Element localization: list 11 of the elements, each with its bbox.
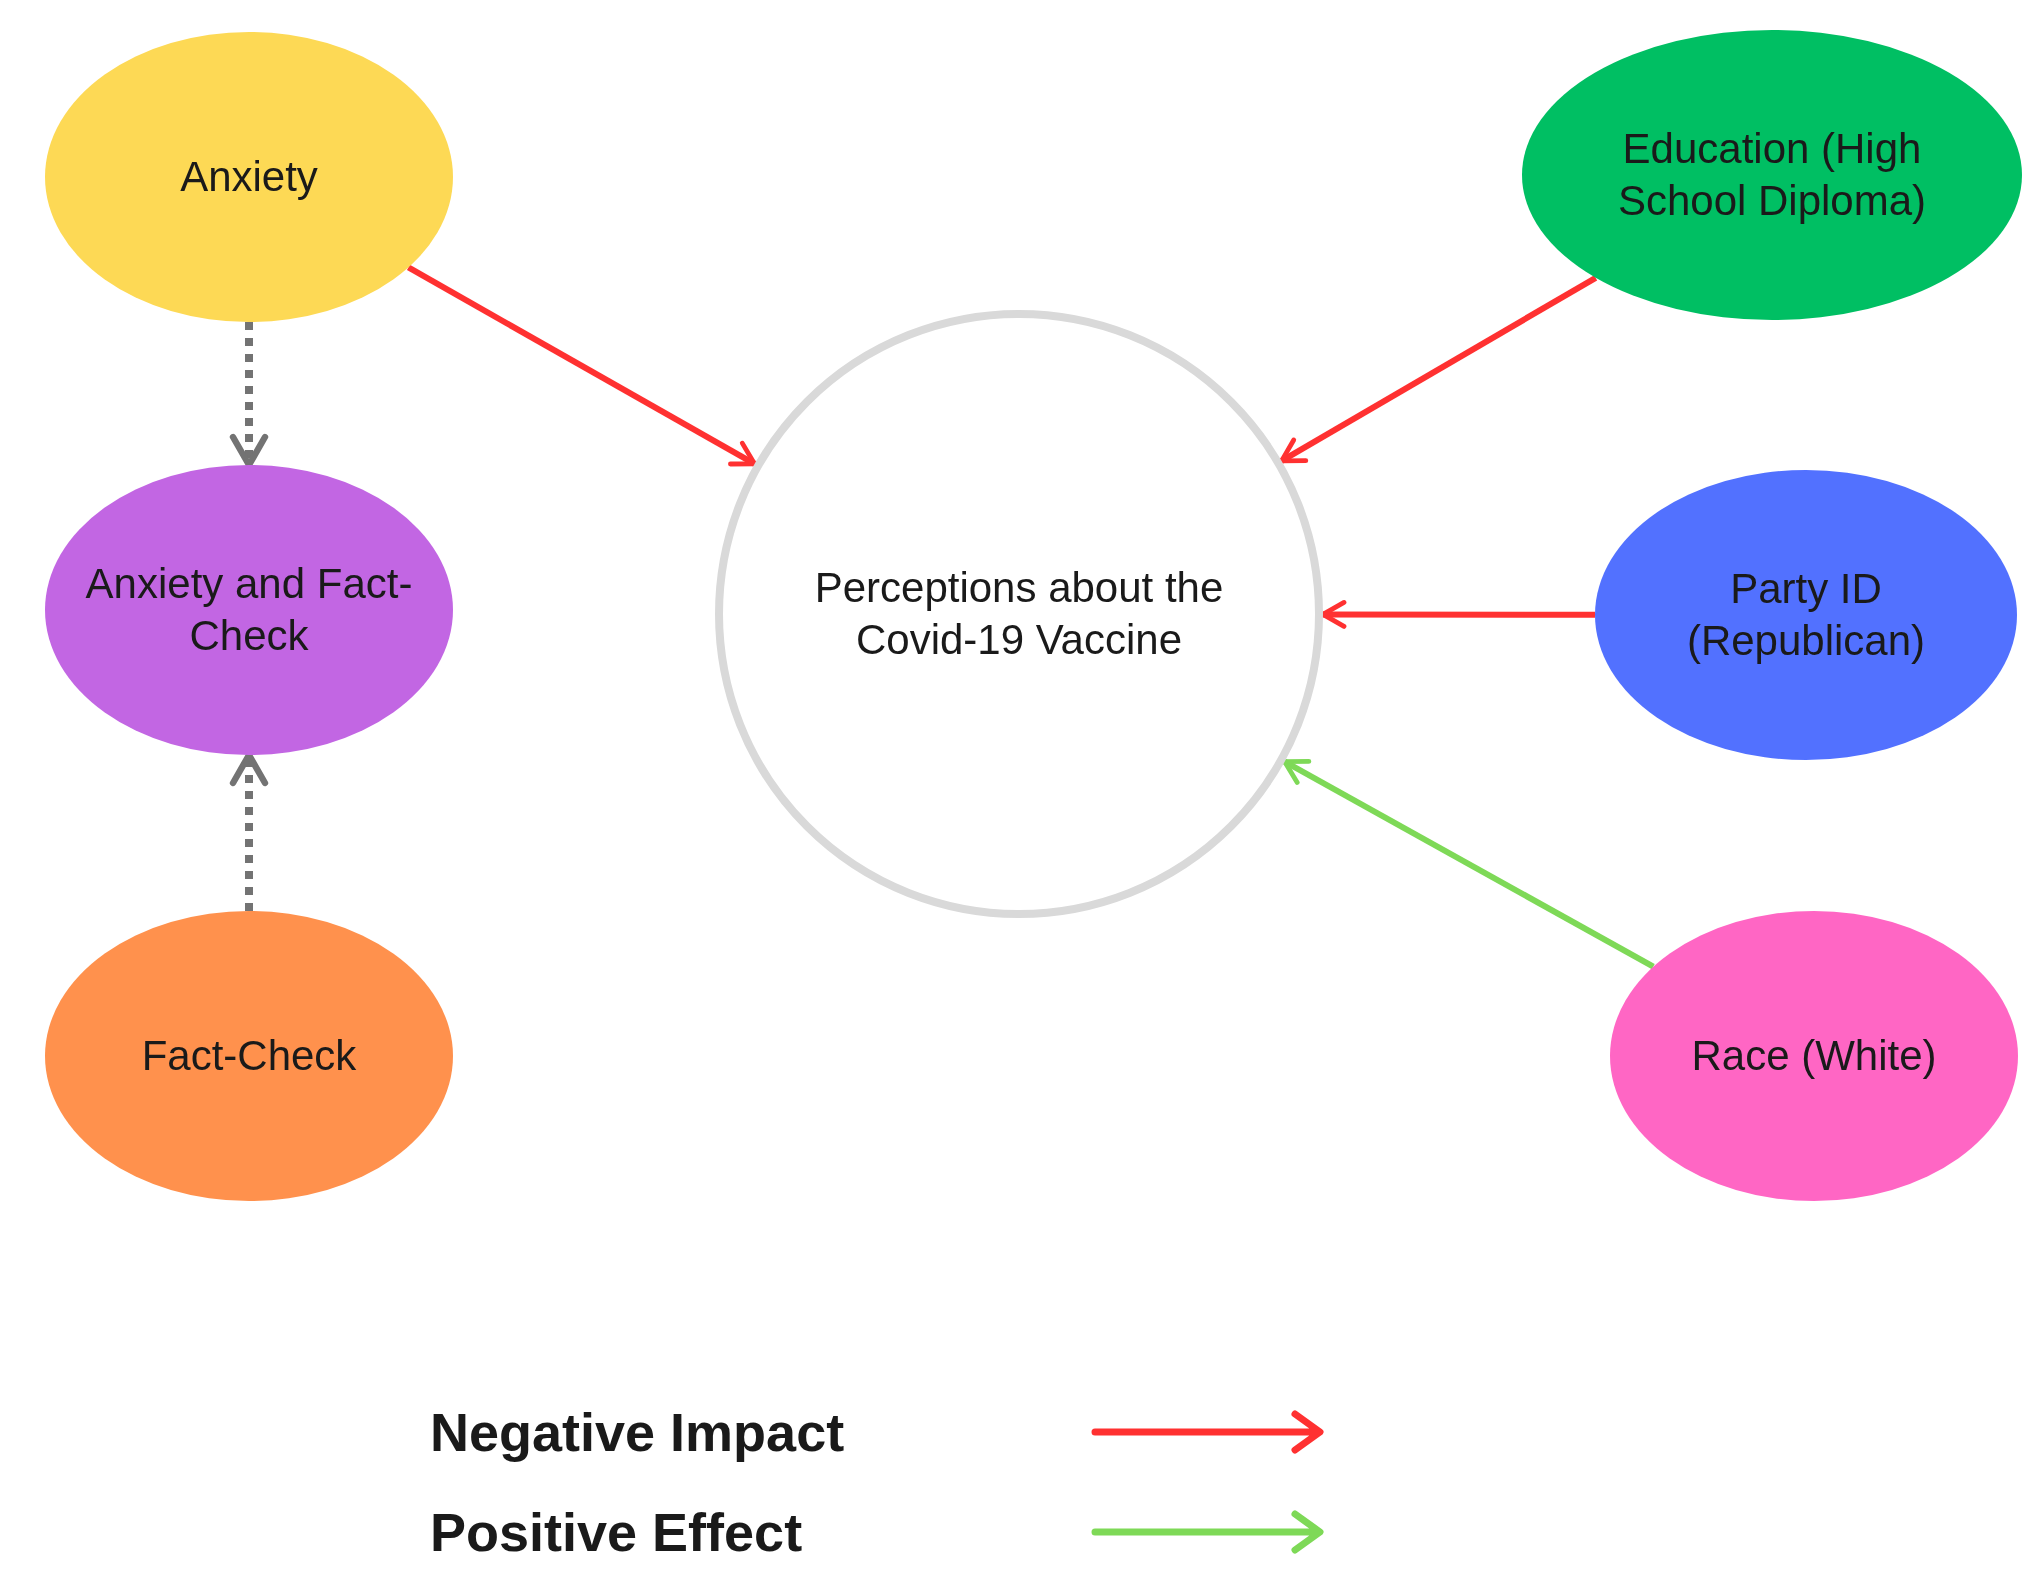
node-label: Race (White): [1691, 1030, 1937, 1081]
node-label: Party ID (Republican): [1685, 563, 1927, 666]
arrow: [1282, 759, 1655, 970]
node-label: Fact-Check: [141, 1030, 357, 1081]
legend-label: Positive Effect: [430, 1505, 804, 1559]
node-label: Perceptions about the Covid-19 Vaccine: [813, 562, 1225, 665]
node-label: Anxiety: [180, 151, 318, 202]
arrow: [1279, 275, 1598, 464]
arrow: [406, 264, 757, 467]
node-label: Education (High School Diploma): [1616, 123, 1928, 226]
node-label: Anxiety and Fact-Check: [84, 558, 414, 661]
